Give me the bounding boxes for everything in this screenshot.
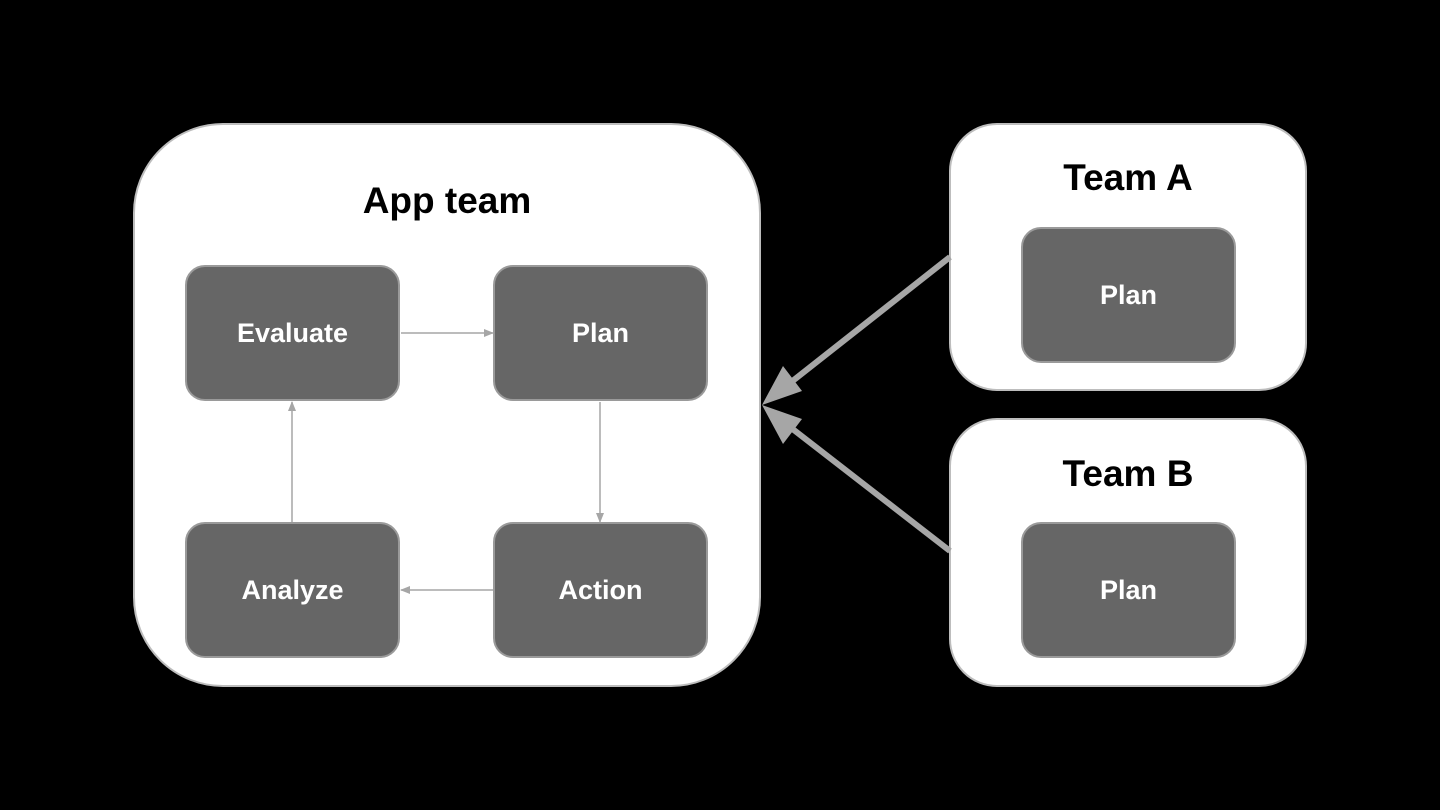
action-node: Action [493,522,708,658]
arrow-team-b-to-app-team [788,424,952,554]
analyze-node: Analyze [185,522,400,658]
team-b-title: Team B [1062,453,1194,494]
arrow-head-team-b [762,405,802,444]
arrow-head-team-a [762,366,802,405]
evaluate-node: Evaluate [185,265,400,401]
app-team-title: App team [362,180,532,221]
team-a-title: Team A [1063,157,1193,198]
plan-node: Plan [493,265,708,401]
team-b-plan-node: Plan [1021,522,1236,658]
arrow-team-a-to-app-team [788,254,952,386]
team-a-plan-node: Plan [1021,227,1236,363]
